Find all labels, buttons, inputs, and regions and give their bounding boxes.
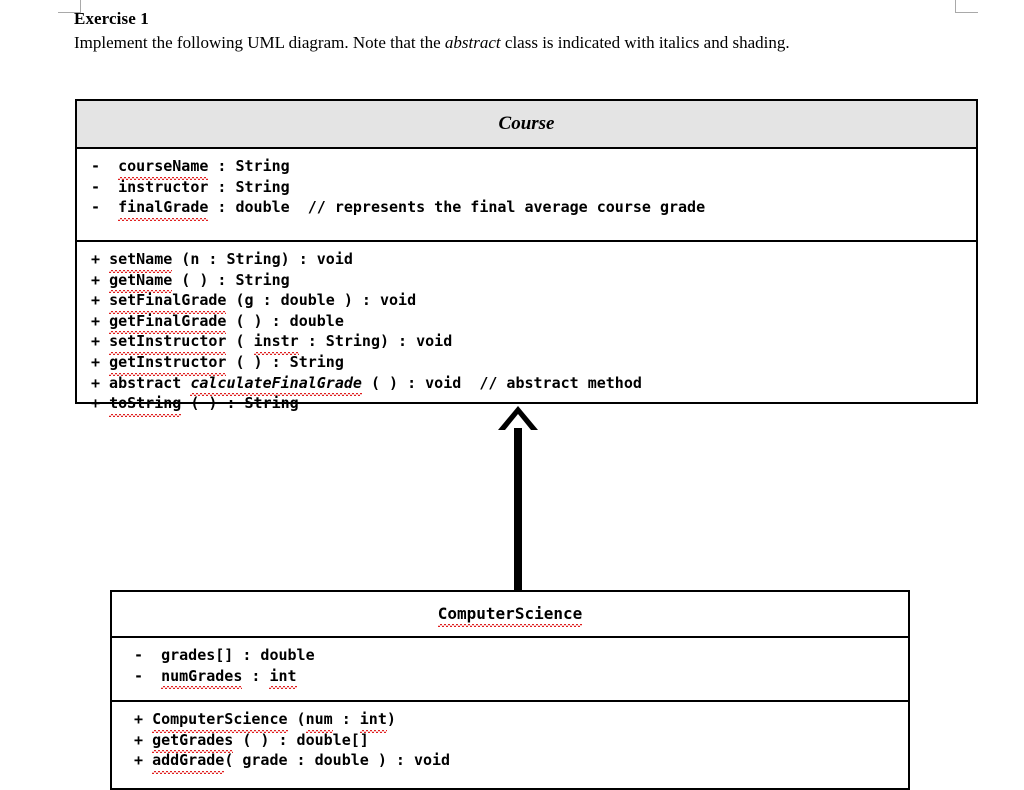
instruction-prefix: Implement the following UML diagram. Not…: [74, 33, 445, 52]
uml-attribute-row: - numGrades : int: [134, 666, 297, 689]
uml-class-box-course: Course - courseName : String - instructo…: [75, 99, 978, 417]
uml-method-row: + getName ( ) : String: [91, 270, 290, 293]
uml-class-title-course: Course: [77, 101, 976, 149]
uml-method-row: + ComputerScience (num : int): [134, 710, 396, 733]
inheritance-arrow: [497, 406, 539, 591]
uml-method-row-abstract: + abstract calculateFinalGrade ( ) : voi…: [91, 373, 642, 396]
uml-method-row: + addGrade( grade : double ) : void: [134, 751, 451, 774]
uml-methods-compartment-computerscience: + ComputerScience (num : int) + getGrade…: [112, 700, 908, 785]
uml-attribute-row: - instructor : String: [91, 177, 290, 196]
uml-class-title-text: ComputerScience: [437, 604, 583, 627]
uml-attribute-row: - grades[] : double: [134, 646, 315, 664]
page-margin-marker-top-left: [58, 0, 81, 13]
uml-method-row: + setName (n : String) : void: [91, 250, 353, 273]
uml-attributes-compartment-computerscience: - grades[] : double - numGrades : int: [112, 638, 908, 700]
uml-class-title-computerscience: ComputerScience: [112, 592, 908, 638]
instruction-abstract-keyword: abstract: [444, 33, 501, 52]
instruction-suffix: class is indicated with italics and shad…: [500, 33, 790, 52]
document-text-block: Exercise 1 Implement the following UML d…: [74, 8, 984, 53]
uml-method-row: + setInstructor ( instr : String) : void: [91, 332, 453, 355]
page-margin-marker-top-right: [955, 0, 978, 13]
exercise-title: Exercise 1: [74, 9, 149, 28]
uml-method-row: + getGrades ( ) : double[]: [134, 730, 369, 753]
uml-attribute-row: - courseName : String: [91, 157, 290, 180]
inheritance-arrowhead-fill: [505, 414, 531, 430]
inheritance-arrow-stem: [514, 428, 522, 591]
exercise-instruction: Implement the following UML diagram. Not…: [74, 32, 984, 53]
uml-methods-compartment-course: + setName (n : String) : void + getName …: [77, 240, 976, 417]
uml-method-row: + getFinalGrade ( ) : double: [91, 311, 344, 334]
uml-attribute-row: - finalGrade : double // represents the …: [91, 198, 706, 221]
uml-class-box-computerscience: ComputerScience - grades[] : double - nu…: [110, 590, 910, 790]
uml-attributes-compartment-course: - courseName : String - instructor : Str…: [77, 149, 976, 240]
uml-method-row: + getInstructor ( ) : String: [91, 352, 344, 376]
uml-method-row: + setFinalGrade (g : double ) : void: [91, 291, 417, 314]
